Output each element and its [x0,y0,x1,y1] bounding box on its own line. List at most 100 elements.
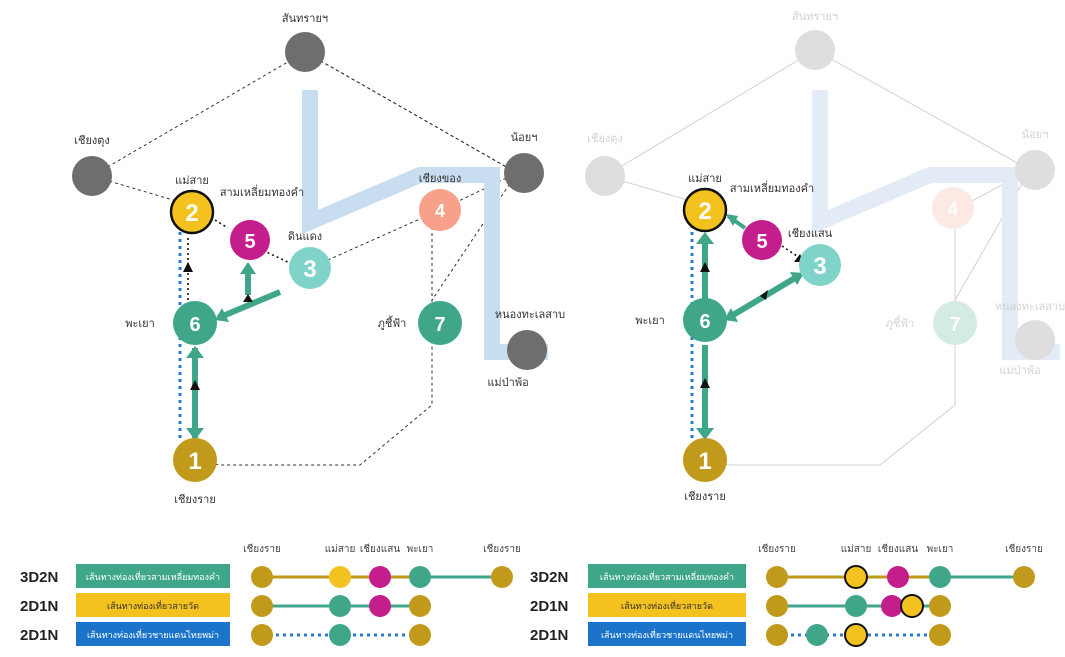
right-map-arrow [700,378,710,388]
left-row-2-stop-2 [329,595,351,617]
left-node-4 [419,189,461,231]
right-outer-node-left-label: เชียงตุง [587,132,623,145]
right-node-2 [682,187,728,233]
left-node-3-num: 3 [303,256,316,283]
right-outer-node-bottom-right [1015,320,1055,360]
right-row-1-stop-1 [766,566,788,588]
left-map-arrowhead [186,428,204,440]
right-col-label-1: เชียงราย [758,543,796,555]
right-outer-node-right-label: น้อยฯ [1022,129,1049,141]
right-map-route-5-3 [781,245,801,259]
right-outer-node-left [585,156,625,196]
right-map: สันทรายฯ เชียงตุง น้อยฯ หนองทะเลสาบ แม่ป… [585,11,1065,503]
left-node-6-label: พะเยา [125,318,155,330]
right-outer-node-top [795,30,835,70]
right-node-2-num: 2 [698,198,711,225]
right-node-7-num: 7 [949,314,960,336]
right-node-1-label: เชียงราย [684,490,726,503]
left-row-2-label: 2D1N [20,598,58,615]
right-node-2-label: แม่สาย [688,173,722,185]
right-row-3-badge-text: เส้นทางท่องเที่ยวชายแดนไทยพม่า [601,628,733,640]
left-node-7 [418,301,462,345]
right-node-5 [742,220,782,260]
left-node-2 [169,189,215,235]
right-row-2-stop-4 [900,594,924,618]
left-map-dotted-3-5 [261,249,293,265]
right-row-1-badge [588,564,746,588]
right-row-1-badge-text: เส้นทางท่องเที่ยวสามเหลี่ยมทองคำ [600,570,734,582]
left-node-1-label: เชียงราย [174,493,216,506]
left-map-arrow [190,380,200,390]
right-row-1-stop-4 [929,566,951,588]
right-map-arrowhead [726,214,738,226]
right-row-3-badge [588,622,746,646]
left-outer-node-top-label: สันทรายฯ [282,13,328,25]
right-outer-node-bottom-right-bottom-label: แม่ป่าพ้อ [999,365,1040,377]
left-row-1-stop-5 [491,566,513,588]
right-node-6 [683,298,727,342]
left-col-label-3: เชียงแสน [360,543,400,555]
left-row-1-stop-2 [329,566,351,588]
left-col-label-1: เชียงราย [243,543,281,555]
right-map-arrowhead [790,272,804,285]
right-col-label-5: เชียงราย [1005,543,1043,555]
right-node-5-num: 5 [756,231,767,253]
right-row-2-badge [588,593,746,617]
right-row-1-stop-3 [887,566,909,588]
left-map-dashed-edge [439,172,518,211]
left-row-1-badge [76,564,230,588]
left-outer-node-top [285,32,325,72]
left-map-arrow [243,294,253,302]
left-map-arrow [183,262,193,272]
left-row-3-stop-3 [409,624,431,646]
right-node-4-num: 4 [948,199,958,219]
left-row-1-stop-3 [369,566,391,588]
right-row-2-stop-2 [845,595,867,617]
left-row-1-label: 3D2N [20,569,58,586]
left-map-arrowhead [215,308,229,322]
left-node-1-num: 1 [188,448,201,475]
left-node-7-label: ภูชี้ฟ้า [378,315,407,330]
left-col-label-2: แม่สาย [325,544,356,555]
left-map-dotted-2-5 [214,219,229,229]
left-col-label-4: พะเยา [407,544,434,555]
right-outer-node-right [1015,150,1055,190]
right-row-2-stop-3 [881,595,903,617]
right-map-faded-context: สันทรายฯ เชียงตุง น้อยฯ หนองทะเลสาบ แม่ป… [585,11,1065,466]
right-row-2-badge-text: เส้นทางท่องเที่ยวสายวัด [621,599,713,611]
left-row-3-label: 2D1N [20,627,58,644]
right-map-arrowhead [696,428,714,440]
left-map-dashed-edge [304,51,518,174]
left-row-1-stop-1 [251,566,273,588]
left-row-2-stop-1 [251,595,273,617]
left-node-6 [173,301,217,345]
left-row-1-badge-text: เส้นทางท่องเที่ยวสามเหลี่ยมทองคำ [86,570,220,582]
right-row-3-stop-2 [806,624,828,646]
right-map-arrowhead [724,308,738,322]
right-map-arrow [760,290,768,300]
right-row-3-label: 2D1N [530,627,568,644]
right-row-2-stop-1 [766,595,788,617]
left-outer-node-left-label: เชียงตุง [74,134,110,147]
left-node-2-num: 2 [185,200,198,227]
left-node-4-num: 4 [435,201,445,221]
right-map-arrowhead [696,232,714,244]
left-route-table: เชียงราย แม่สาย เชียงแสน พะเยา เชียงราย … [20,543,521,646]
right-node-4 [932,187,974,229]
right-node-3-label: เชียงแสน [788,227,833,240]
right-node-6-label: พะเยา [635,315,665,327]
left-outer-node-bottom-right-bottom-label: แม่ป่าพ้อ [487,377,528,389]
right-row-3-stop-1 [766,624,788,646]
left-row-2-stop-4 [409,595,431,617]
right-outer-node-top-label: สันทรายฯ [792,11,838,23]
right-node-3 [799,244,841,286]
left-outer-node-bottom-right [507,330,547,370]
left-map: สันทรายฯ เชียงตุง น้อยฯ หนองทะเลสาบ แม่ป… [72,13,565,506]
right-outer-node-bottom-right-top-label: หนองทะเลสาบ [995,301,1065,313]
left-node-3-label: ดินแดง [288,231,322,243]
right-node-3-num: 3 [813,253,826,280]
left-row-2-badge [76,593,230,617]
right-col-label-4: พะเยา [927,544,954,555]
right-row-1-stop-2 [844,565,868,589]
